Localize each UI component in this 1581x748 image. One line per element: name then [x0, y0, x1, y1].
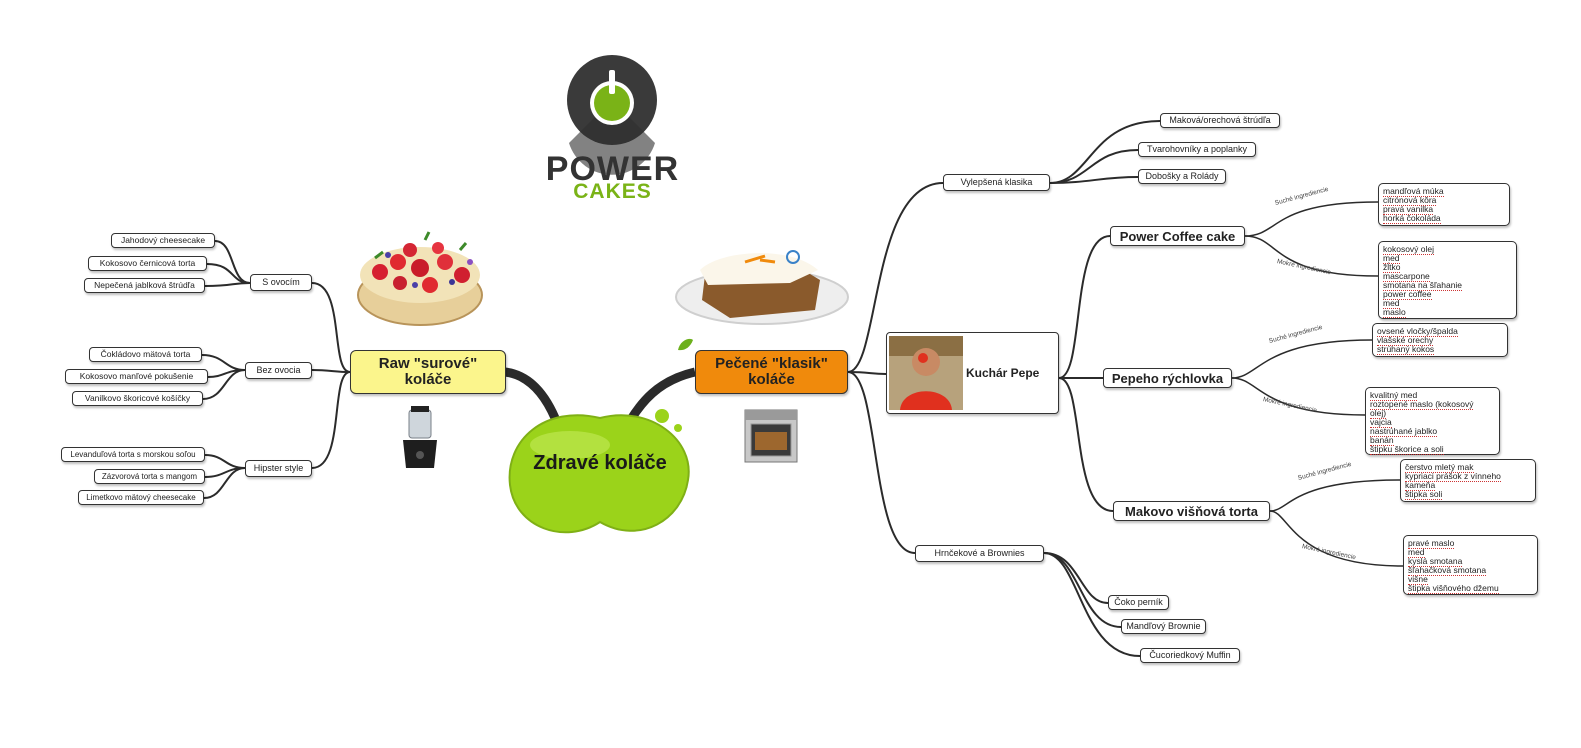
ingredient: žĺtko: [1383, 262, 1401, 273]
ingredient: pravá vanilka: [1383, 204, 1434, 215]
ingredient: štipku škorice a soli: [1370, 444, 1444, 455]
leaf-vanilkovo-skoricove[interactable]: Vanilkovo škoricové košíčky: [72, 391, 203, 406]
blender-image: [403, 406, 437, 468]
leaf-coko-pernik[interactable]: Čoko perník: [1108, 595, 1169, 610]
ingredient: kyslá smotana: [1408, 556, 1463, 567]
group-hrnckove-brownies[interactable]: Hrnčekové a Brownies: [915, 545, 1044, 562]
ingredient: strúhaný kokos: [1377, 344, 1435, 355]
ingredient: smotana na šľahanie: [1383, 280, 1463, 291]
ingredient: kokosový olej: [1383, 244, 1435, 255]
leaf-zazvorova[interactable]: Zázvorová torta s mangom: [94, 469, 205, 484]
group-bez-ovocia[interactable]: Bez ovocia: [245, 362, 312, 379]
ingredient: ovsené vločky/špalda: [1377, 326, 1458, 337]
leaf-kokosovo-cernicova[interactable]: Kokosovo černicová torta: [88, 256, 207, 271]
ingredients-wet-pepeho: kvalitný med roztopené maslo (kokosový o…: [1365, 387, 1500, 455]
leaf-makova-strudla[interactable]: Maková/orechová štrúdľa: [1160, 113, 1280, 128]
ingredient: šľahačková smotana: [1408, 565, 1487, 576]
leaf-limetkovo[interactable]: Limetkovo mätový cheesecake: [78, 490, 204, 505]
ingredient: med: [1383, 253, 1400, 264]
ingredient: pravé maslo: [1408, 538, 1455, 549]
fruit-tart-image: [357, 231, 483, 326]
ingredient: kameňa: [1405, 480, 1436, 491]
raw-cakes-branch[interactable]: Raw "surové" koláče: [350, 350, 506, 394]
recipe-makovo-visnova[interactable]: Makovo višňová torta: [1113, 501, 1270, 521]
group-s-ovocim[interactable]: S ovocím: [250, 274, 312, 291]
leaf-jahodovy-cheesecake[interactable]: Jahodový cheesecake: [111, 233, 215, 248]
ingredient: višne: [1408, 574, 1428, 585]
chef-node[interactable]: [886, 332, 1059, 414]
ingredient: kvalitný med: [1370, 390, 1418, 401]
ingredient: roztopené maslo (kokosový: [1370, 399, 1474, 410]
ingredient: med: [1383, 298, 1400, 309]
carrot-cake-image: [675, 250, 849, 325]
leaf-tvarohovniky[interactable]: Tvarohovníky a poplanky: [1138, 142, 1256, 157]
ingredient: čerstvo mletý mak: [1405, 462, 1474, 473]
ingredient: mascarpone: [1383, 271, 1430, 282]
ingredient: mandľová múka: [1383, 186, 1444, 197]
baked-cakes-branch[interactable]: Pečené "klasik" koláče: [695, 350, 848, 394]
chef-name: Kuchár Pepe: [966, 366, 1040, 380]
leaf-kokosovo-manlove[interactable]: Kokosovo manľové pokušenie: [65, 369, 208, 384]
ingredient: vlašské orechy: [1377, 335, 1434, 346]
ingredient: med: [1408, 547, 1425, 558]
leaf-cucoriedkovy-muffin[interactable]: Čucoriedkový Muffin: [1140, 648, 1240, 663]
ingredient: štipka soli: [1405, 489, 1443, 500]
leaf-icon: [678, 338, 693, 351]
ingredients-dry-makovo: čerstvo mletý mak kypriaci prášok z vínn…: [1400, 459, 1536, 502]
ingredient: banán: [1370, 435, 1394, 446]
recipe-power-coffee-cake[interactable]: Power Coffee cake: [1110, 226, 1245, 246]
chef-photo: [889, 336, 963, 410]
power-icon: [567, 55, 657, 175]
ingredient: vajcia: [1370, 417, 1392, 428]
central-blob: [508, 409, 690, 534]
ingredients-wet-makovo: pravé maslo med kyslá smotana šľahačková…: [1403, 535, 1538, 595]
ingredient: nastrúhané jablko: [1370, 426, 1438, 437]
ingredient: kypriaci prášok z vínneho: [1405, 471, 1501, 482]
ingredient: power coffee: [1383, 289, 1432, 300]
ingredient: citrónová kôra: [1383, 195, 1437, 206]
power-cakes-logo: POWER CAKES: [545, 55, 680, 205]
ingredient: štipka višňového džemu: [1408, 583, 1499, 594]
ingredient: maslo: [1383, 307, 1406, 318]
leaf-nepecena-strudla[interactable]: Nepečená jablková štrúdľa: [84, 278, 205, 293]
ingredients-dry-pepeho: ovsené vločky/špalda vlašské orechy strú…: [1372, 323, 1508, 357]
oven-image: [744, 409, 798, 463]
group-hipster-style[interactable]: Hipster style: [245, 460, 312, 477]
central-topic[interactable]: Zdravé koláče: [533, 452, 667, 474]
ingredient: horká čokoláda: [1383, 213, 1441, 224]
ingredients-wet-power-coffee: kokosový olej med žĺtko mascarpone smota…: [1378, 241, 1517, 319]
leaf-dobosky[interactable]: Dobošky a Rolády: [1138, 169, 1226, 184]
ingredients-dry-power-coffee: mandľová múka citrónová kôra pravá vanil…: [1378, 183, 1510, 226]
group-vylepsena-klasika[interactable]: Vylepšená klasika: [943, 174, 1050, 191]
leaf-levandulova[interactable]: Levanduľová torta s morskou soľou: [61, 447, 205, 462]
ingredient: olej): [1370, 408, 1387, 419]
logo-cakes-text: CAKES: [573, 180, 652, 203]
leaf-mandlovy-brownie[interactable]: Mandľový Brownie: [1121, 619, 1206, 634]
logo-power-text: POWER: [545, 150, 680, 188]
recipe-pepeho-rychlovka[interactable]: Pepeho rýchlovka: [1103, 368, 1232, 388]
leaf-cokoladovo-matova[interactable]: Čokládovo mätová torta: [89, 347, 202, 362]
